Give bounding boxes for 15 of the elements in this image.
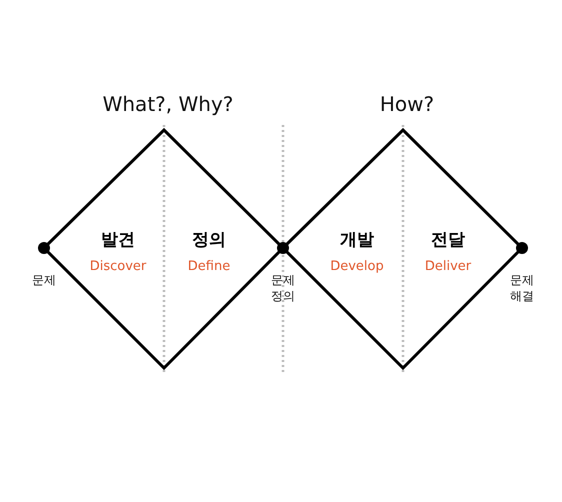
phase-subtitle: Develop xyxy=(329,259,385,274)
dot-marker xyxy=(38,242,50,254)
phase-title: 전달 xyxy=(430,229,466,251)
dot-marker xyxy=(516,242,528,254)
heading: How? xyxy=(378,92,436,116)
phase-subtitle: Deliver xyxy=(424,259,472,274)
phase-title: 개발 xyxy=(339,229,375,251)
point-caption: 문제 xyxy=(31,272,57,288)
point-caption: 문제 정의 xyxy=(270,272,296,304)
phase-title: 발견 xyxy=(100,229,136,251)
heading: What?, Why? xyxy=(102,92,234,116)
phase-subtitle: Define xyxy=(186,259,232,274)
point-caption: 문제 해결 xyxy=(509,272,535,304)
phase-title: 정의 xyxy=(191,229,227,251)
phase-subtitle: Discover xyxy=(88,259,148,274)
